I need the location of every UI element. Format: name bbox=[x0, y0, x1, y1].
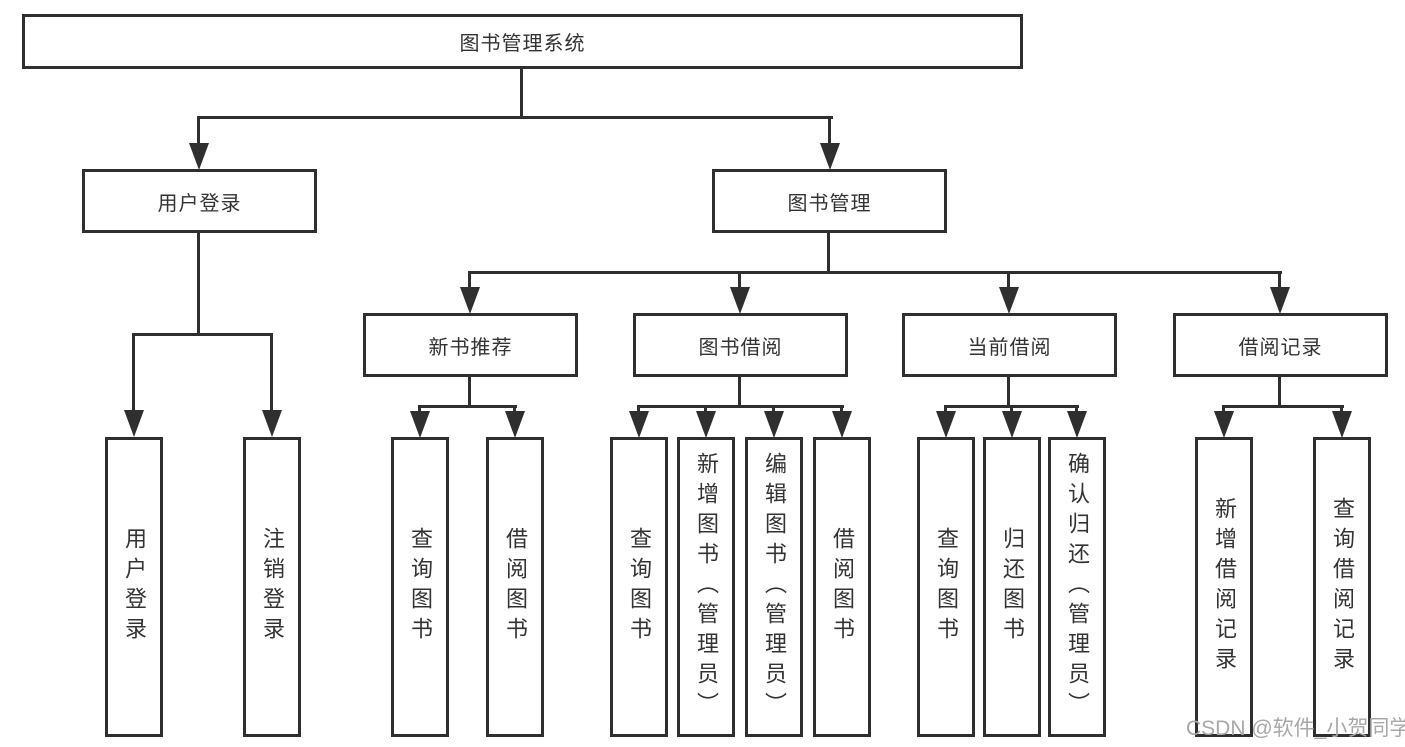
leaf-add-borrow-record: 新增借阅记录 bbox=[1195, 437, 1253, 737]
leaf-add-book-admin-label: 新增图书（管理员） bbox=[694, 452, 719, 722]
node-new-book-recommend-label: 新书推荐 bbox=[428, 336, 513, 359]
connector-bookmgmt-split bbox=[468, 271, 1282, 274]
connector-root-right-shaft bbox=[828, 116, 831, 156]
leaf-add-borrow-record-label: 新增借阅记录 bbox=[1212, 497, 1237, 677]
connector-borrowrecords-stem bbox=[1278, 375, 1281, 408]
arrowhead-icon bbox=[999, 287, 1019, 314]
arrowhead-icon bbox=[820, 143, 840, 170]
leaf-query-borrow-record-label: 查询借阅记录 bbox=[1330, 497, 1355, 677]
leaf-borrow-books-borrow: 借阅图书 bbox=[813, 437, 871, 737]
leaf-query-books-newbook: 查询图书 bbox=[391, 437, 449, 737]
arrowhead-icon bbox=[262, 410, 282, 437]
arrowhead-icon bbox=[1214, 411, 1234, 438]
arrowhead-icon bbox=[1002, 411, 1022, 438]
leaf-return-book: 归还图书 bbox=[983, 437, 1041, 737]
leaf-add-book-admin: 新增图书（管理员） bbox=[677, 437, 735, 737]
leaf-logout-label: 注销登录 bbox=[260, 527, 285, 647]
arrowhead-icon bbox=[730, 287, 750, 314]
connector-currentborrow-stem bbox=[1007, 375, 1010, 408]
leaf-confirm-return-admin-label: 确认归还（管理员） bbox=[1065, 452, 1090, 722]
arrowhead-icon bbox=[410, 411, 430, 438]
leaf-borrow-books-borrow-label: 借阅图书 bbox=[830, 527, 855, 647]
leaf-query-books-borrow: 查询图书 bbox=[610, 437, 668, 737]
connector-root-left-shaft bbox=[197, 116, 200, 156]
connector-bookmgmt-shaft bbox=[1278, 271, 1281, 301]
connector-bookmgmt-shaft bbox=[468, 271, 471, 301]
node-current-borrow: 当前借阅 bbox=[902, 313, 1117, 377]
connector-bookborrow-stem bbox=[738, 375, 741, 408]
arrowhead-icon bbox=[764, 411, 784, 438]
connector-root-stem bbox=[520, 67, 523, 118]
arrowhead-icon bbox=[1067, 411, 1087, 438]
arrowhead-icon bbox=[124, 410, 144, 437]
leaf-query-books-newbook-label: 查询图书 bbox=[408, 527, 433, 647]
connector-bookmgmt-stem bbox=[827, 231, 830, 274]
node-user-login-label: 用户登录 bbox=[157, 192, 242, 215]
connector-userlogin-split bbox=[132, 333, 273, 336]
arrowhead-icon bbox=[936, 411, 956, 438]
connector-userlogin-shaft bbox=[270, 333, 273, 423]
node-user-login: 用户登录 bbox=[82, 169, 317, 233]
connector-newbook-split bbox=[418, 405, 517, 408]
connector-userlogin-shaft bbox=[132, 333, 135, 423]
arrowhead-icon bbox=[1270, 287, 1290, 314]
leaf-query-books-current: 查询图书 bbox=[917, 437, 975, 737]
node-borrow-records: 借阅记录 bbox=[1173, 313, 1388, 377]
leaf-borrow-books-newbook: 借阅图书 bbox=[486, 437, 544, 737]
arrowhead-icon bbox=[696, 411, 716, 438]
node-current-borrow-label: 当前借阅 bbox=[967, 336, 1052, 359]
leaf-query-books-borrow-label: 查询图书 bbox=[627, 527, 652, 647]
connector-borrowrecords-split bbox=[1222, 405, 1344, 408]
connector-bookmgmt-shaft bbox=[1007, 271, 1010, 301]
connector-bookborrow-split bbox=[637, 405, 844, 408]
leaf-return-book-label: 归还图书 bbox=[1000, 527, 1025, 647]
node-borrow-records-label: 借阅记录 bbox=[1238, 336, 1323, 359]
leaf-confirm-return-admin: 确认归还（管理员） bbox=[1048, 437, 1106, 737]
leaf-query-borrow-record: 查询借阅记录 bbox=[1313, 437, 1371, 737]
arrowhead-icon bbox=[832, 411, 852, 438]
leaf-edit-book-admin-label: 编辑图书（管理员） bbox=[762, 452, 787, 722]
node-root: 图书管理系统 bbox=[22, 14, 1023, 69]
node-book-management-label: 图书管理 bbox=[787, 192, 872, 215]
node-book-management: 图书管理 bbox=[712, 169, 947, 233]
arrowhead-icon bbox=[505, 411, 525, 438]
arrowhead-icon bbox=[460, 287, 480, 314]
node-root-label: 图书管理系统 bbox=[459, 33, 586, 55]
leaf-edit-book-admin: 编辑图书（管理员） bbox=[745, 437, 803, 737]
leaf-user-login: 用户登录 bbox=[105, 437, 163, 737]
node-book-borrow-label: 图书借阅 bbox=[698, 336, 783, 359]
leaf-user-login-label: 用户登录 bbox=[122, 527, 147, 647]
connector-bookmgmt-shaft bbox=[738, 271, 741, 301]
leaf-borrow-books-newbook-label: 借阅图书 bbox=[503, 527, 528, 647]
arrowhead-icon bbox=[629, 411, 649, 438]
node-book-borrow: 图书借阅 bbox=[633, 313, 848, 377]
leaf-logout: 注销登录 bbox=[243, 437, 301, 737]
csdn-watermark: CSDN @软件_小贺同学 bbox=[1186, 717, 1405, 740]
arrowhead-icon bbox=[189, 143, 209, 170]
node-new-book-recommend: 新书推荐 bbox=[363, 313, 578, 377]
connector-root-split bbox=[197, 116, 833, 119]
connector-newbook-stem bbox=[468, 375, 471, 408]
arrowhead-icon bbox=[1332, 411, 1352, 438]
connector-userlogin-stem bbox=[197, 231, 200, 335]
leaf-query-books-current-label: 查询图书 bbox=[934, 527, 959, 647]
